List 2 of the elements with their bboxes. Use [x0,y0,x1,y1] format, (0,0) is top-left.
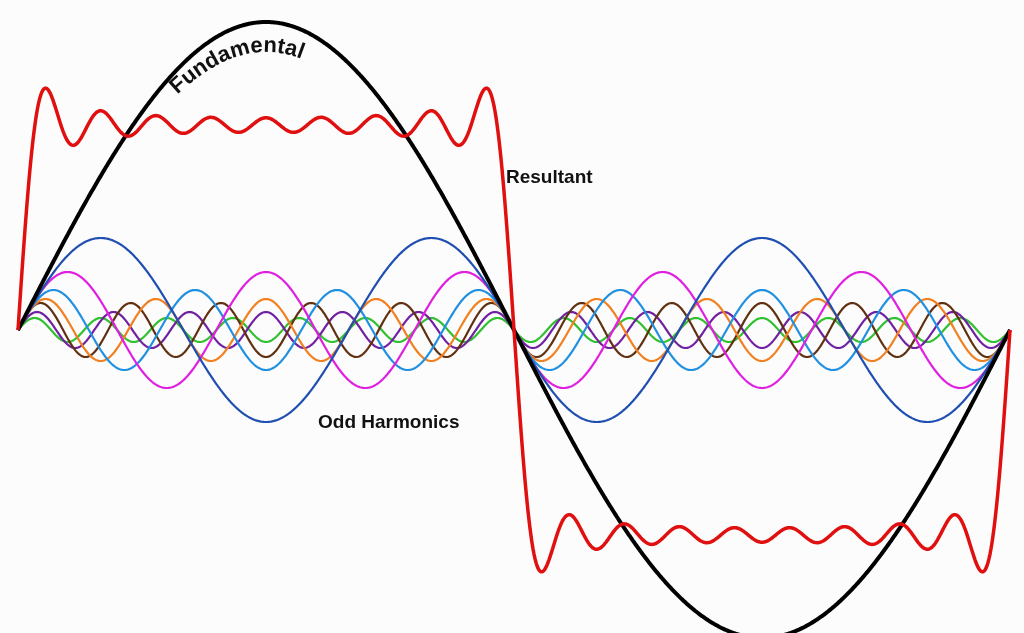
curve-label: Odd Harmonics [318,411,460,433]
curve-label: Resultant [506,166,593,188]
